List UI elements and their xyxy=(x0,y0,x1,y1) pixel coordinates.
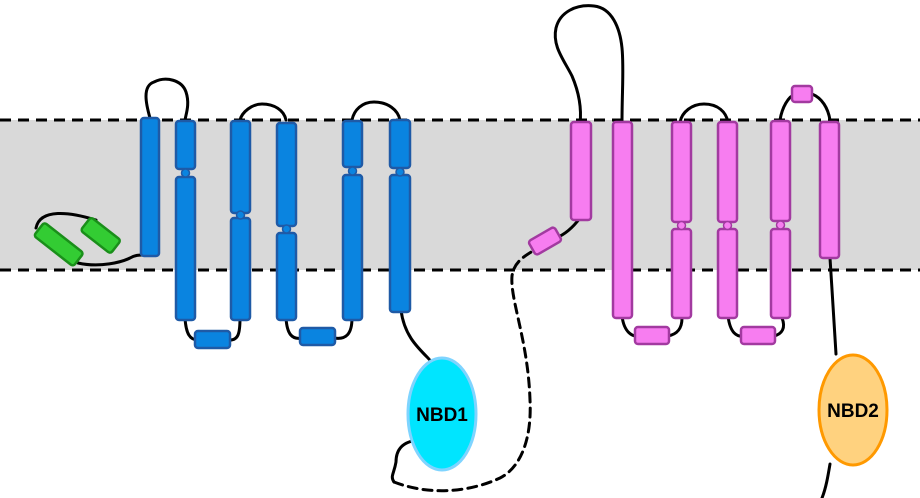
nbd1-to-tmd2-dashed-linker xyxy=(392,246,540,493)
tmd2-helix-kinks xyxy=(676,220,786,231)
lasso-motif xyxy=(33,216,121,267)
tmd2-helix-11b xyxy=(769,227,792,320)
tmd1-helix-kinks xyxy=(180,166,405,234)
tmd2-helix-10b xyxy=(716,227,739,320)
tmd1-kink-6 xyxy=(395,167,405,177)
tmd1-extracellular-loop-2 xyxy=(238,102,288,122)
tmd2-extracellular-loop-2 xyxy=(678,102,730,124)
nbd1-tail xyxy=(390,438,420,484)
tmd2-elbow-helix xyxy=(527,226,563,256)
tmd1-helix-6b xyxy=(388,173,412,314)
tmd1-extracellular-loop-3 xyxy=(350,100,402,122)
tmd2-helix-9b xyxy=(670,227,693,320)
tmd2-helix-7 xyxy=(569,120,593,222)
tmd1-helix-5b xyxy=(341,173,364,322)
tmd1-helix-2a xyxy=(174,119,197,171)
tmd2-extracellular-helix xyxy=(790,84,814,104)
tmd2-helix-9a xyxy=(670,120,693,224)
tmd2-kink-9 xyxy=(676,220,687,231)
tmd2-kink-11 xyxy=(775,220,786,230)
tmd2-kink-10 xyxy=(722,220,733,231)
tmd2-amphipathic-helix-1 xyxy=(633,325,671,346)
tmd1-kink-5 xyxy=(347,166,358,176)
tmd1-extracellular-loop-1 xyxy=(144,77,190,122)
tmd1-amphipathic-helix-2 xyxy=(298,326,337,347)
tmd1-amphipathic-helix-1 xyxy=(193,329,232,350)
tmd1-kink-3 xyxy=(235,210,246,220)
tmd2-amphipathic-helix-2 xyxy=(739,325,777,346)
tmd2-extracellular-loop-3b xyxy=(810,92,832,122)
tmd2-helix-12 xyxy=(818,120,841,260)
tmd2-intracellular-loop-1b xyxy=(666,316,684,338)
tmd1-helix-4b xyxy=(275,231,298,322)
tmd1-kink-2 xyxy=(180,168,191,178)
tmd1-kink-4 xyxy=(281,224,292,234)
lasso-helix-2 xyxy=(80,216,121,254)
nbd1-ellipse xyxy=(406,356,478,472)
nbd2-label: NBD2 xyxy=(827,401,879,422)
nbd1-label: NBD1 xyxy=(416,405,468,426)
tmd1-helix-3a xyxy=(229,119,252,215)
tmd1-helix-6a xyxy=(388,118,412,170)
tmd1-helix-2b xyxy=(174,175,197,322)
nbd1: NBD1 xyxy=(406,356,478,472)
tmd1-intracellular-loop-2b xyxy=(332,316,354,340)
nbd2-ellipse xyxy=(817,353,889,467)
tmd1-helix-5a xyxy=(341,119,364,169)
lasso-helix-1 xyxy=(33,222,84,267)
tmd2-helix-10a xyxy=(716,120,739,224)
tmd1-intracellular-loop-1b xyxy=(228,316,242,342)
nbd2: NBD2 xyxy=(817,353,889,467)
lasso-loop-1 xyxy=(34,211,98,230)
tmd2-helix-11a xyxy=(769,119,792,223)
tmd1-helix-1 xyxy=(139,116,161,258)
tmd2-large-extracellular-loop xyxy=(553,4,625,126)
nbd2-tail xyxy=(820,462,832,498)
tmd2-to-nbd2-linker xyxy=(828,256,838,356)
tmd1-helix-4a xyxy=(275,121,298,228)
tmd1-helix-3b xyxy=(229,216,252,322)
tmd2-helix-8 xyxy=(611,120,634,320)
connecting-loops xyxy=(34,4,838,498)
